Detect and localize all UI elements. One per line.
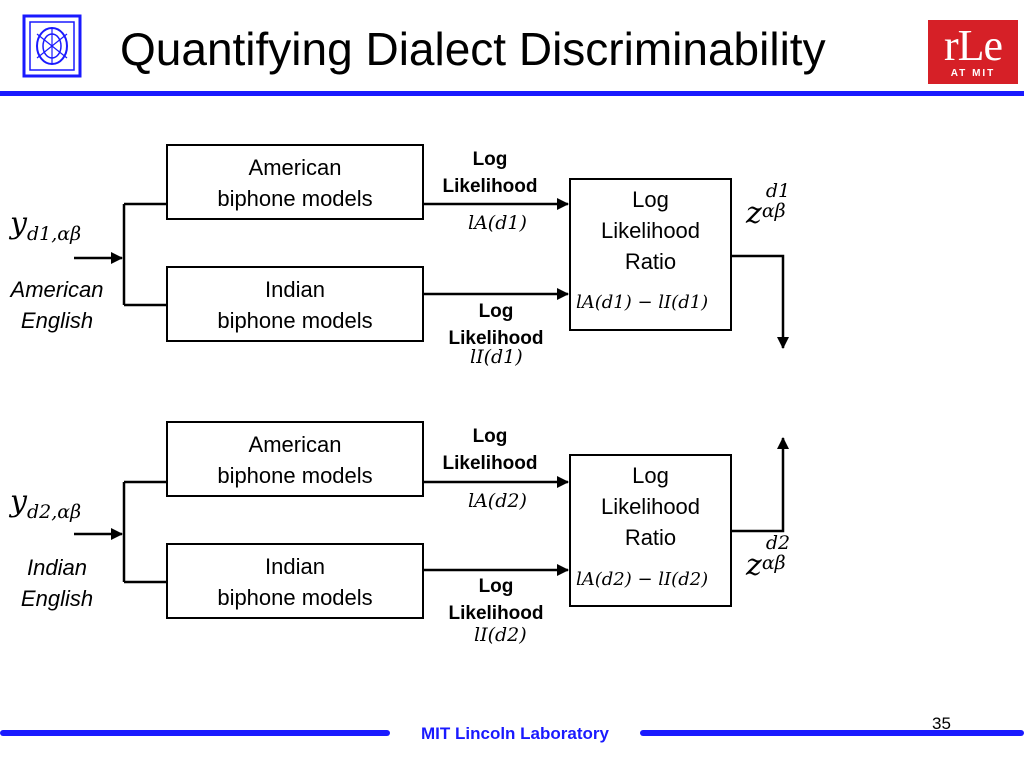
bottom-input-label: Indian English — [20, 555, 94, 611]
bottom-input-variable: yd2,αβ — [10, 484, 82, 523]
bottom-ll-a-math: lA(d2) — [468, 490, 527, 512]
rle-logo-text: rLe — [943, 21, 1003, 70]
page-number: 35 — [932, 714, 951, 733]
bottom-ll-a-label: Log Likelihood — [442, 426, 538, 474]
top-ratio-math: lA(d1) − lI(d1) — [576, 292, 709, 313]
bottom-ll-b-math: lI(d2) — [474, 624, 527, 646]
bottom-ratio-box: Log Likelihood Ratio — [569, 454, 732, 607]
footer-text: MIT Lincoln Laboratory — [421, 724, 609, 743]
bottom-ratio-math: lA(d2) − lI(d2) — [576, 569, 709, 590]
title-rule — [0, 91, 1024, 96]
bottom-american-model-box: American biphone models — [166, 421, 424, 497]
top-ll-b-label: Log Likelihood — [448, 301, 544, 349]
bottom-indian-model-box: Indian biphone models — [166, 543, 424, 619]
bottom-ll-b-label: Log Likelihood — [448, 576, 544, 624]
top-ll-b-math: lI(d1) — [470, 346, 523, 368]
lincoln-lab-seal-icon — [22, 14, 82, 78]
footer-rule-right — [640, 730, 1024, 736]
top-indian-model-box: Indian biphone models — [166, 266, 424, 342]
top-ll-a-label: Log Likelihood — [442, 149, 538, 197]
footer-rule-left — [0, 730, 390, 736]
top-american-model-box: American biphone models — [166, 144, 424, 220]
top-input-variable: yd1,αβ — [10, 206, 82, 245]
top-wires — [74, 198, 789, 349]
top-output-arrow — [732, 254, 789, 349]
top-input-label: American English — [10, 277, 104, 333]
rle-logo-subtext: AT MIT — [950, 68, 996, 79]
top-ratio-box: Log Likelihood Ratio — [569, 178, 732, 331]
top-ll-a-math: lA(d1) — [468, 212, 527, 234]
bottom-output-arrow — [732, 437, 789, 533]
page-title: Quantifying Dialect Discriminability — [120, 23, 826, 75]
bottom-wires — [74, 437, 789, 584]
rle-logo: rLe AT MIT — [928, 20, 1018, 84]
